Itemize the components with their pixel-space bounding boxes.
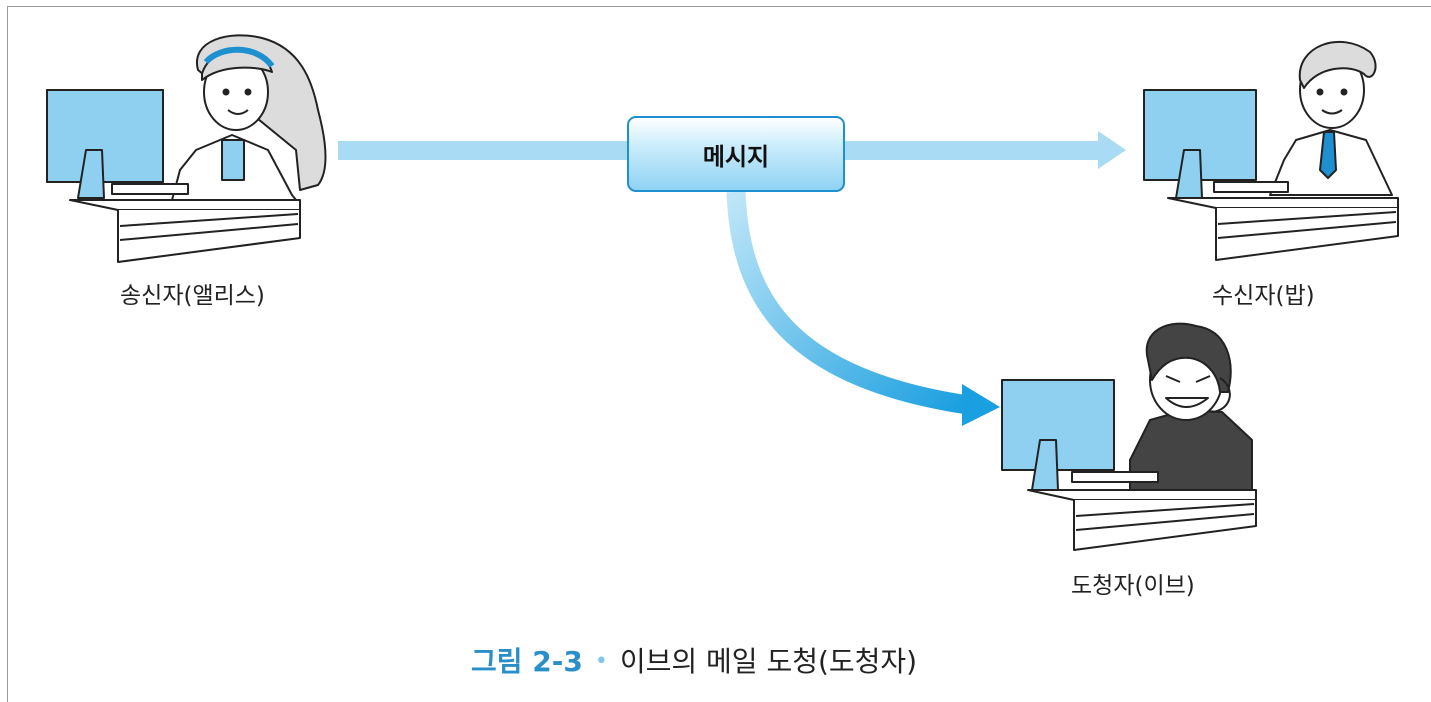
figure-number: 그림 2-3 [471, 645, 583, 678]
arrow-sender-to-message [338, 141, 630, 160]
eavesdropper-label: 도청자(이브) [1071, 573, 1195, 599]
message-box: 메시지 [627, 116, 845, 192]
caption-bullet: • [594, 649, 608, 674]
caption-text: 이브의 메일 도청(도청자) [619, 645, 918, 678]
figure-frame [7, 6, 1431, 702]
male-user-at-computer-icon [1143, 41, 1399, 261]
message-box-label: 메시지 [702, 142, 770, 171]
arrow-message-to-eavesdropper [726, 191, 1000, 426]
arrow-message-to-receiver [845, 131, 1126, 169]
figure-caption: 그림 2-3 • 이브의 메일 도청(도청자) [471, 640, 917, 680]
sender-label: 송신자(앨리스) [120, 283, 265, 309]
hacker-at-computer-icon [1001, 322, 1257, 551]
female-user-at-computer-icon [46, 34, 327, 263]
receiver-label: 수신자(밥) [1212, 283, 1315, 309]
